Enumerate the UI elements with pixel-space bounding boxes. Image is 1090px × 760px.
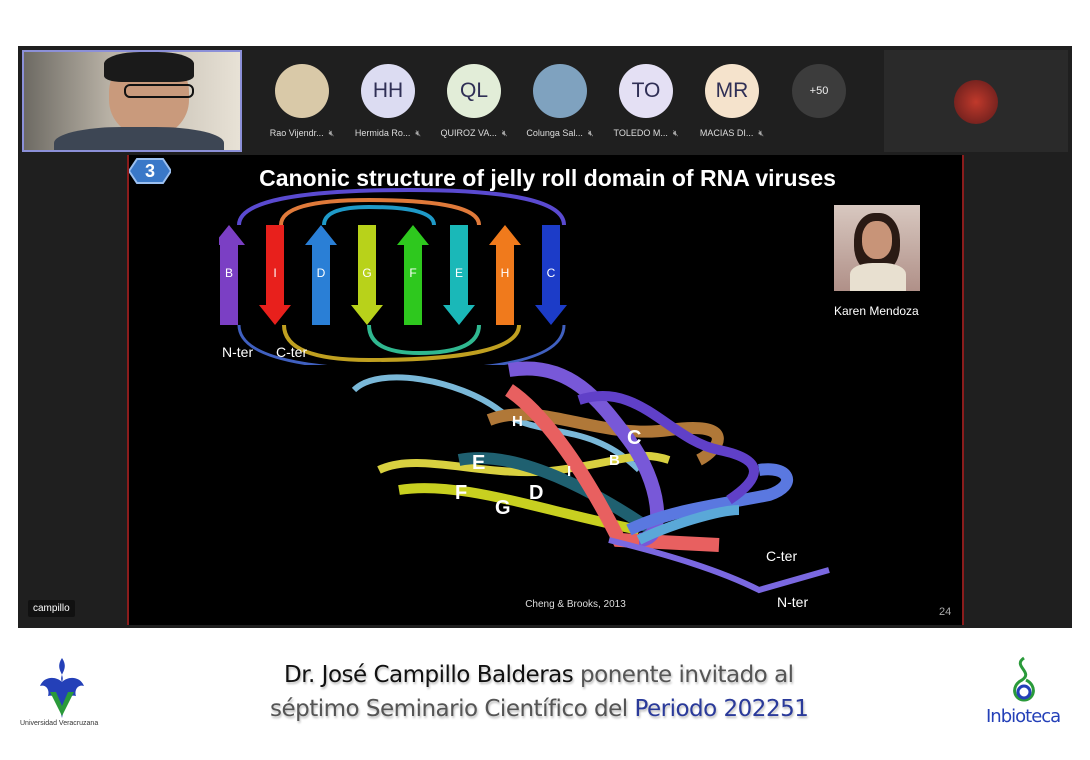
speaker-name: Dr. José Campillo Balderas (284, 662, 574, 688)
slide-number: 3 (144, 161, 155, 181)
strand-letter: B (225, 266, 233, 280)
strand-label-i: I (567, 463, 572, 480)
strand-arrow-i (259, 225, 291, 325)
period-label: Periodo 202251 (634, 696, 809, 722)
speaker-video[interactable] (22, 50, 242, 152)
participant-name-row: QUIROZ VA... 🔇︎ (431, 128, 517, 139)
strand-label-g: G (495, 497, 511, 519)
muted-mic-icon: 🔇︎ (501, 128, 508, 138)
left-logo-text: Universidad Veracruzana (20, 720, 99, 727)
participant-name-row: Hermida Ro... 🔇︎ (345, 128, 431, 139)
strand-arrow-d (305, 225, 337, 325)
participant-name: MACIAS DI... (699, 128, 754, 138)
glasses-icon (124, 84, 194, 98)
strand-letter: I (273, 266, 276, 280)
n-ter-label: N-ter (222, 344, 254, 360)
muted-mic-icon: 🔇︎ (587, 128, 594, 138)
strand-letter: F (409, 266, 416, 280)
more-participants-button[interactable]: +50 (776, 64, 862, 118)
muted-mic-icon: 🔇︎ (758, 128, 765, 138)
participant-avatar: HH (361, 64, 415, 118)
self-view-label: campillo (28, 600, 75, 617)
participant-avatar: QL (447, 64, 501, 118)
strand-label-e: E (472, 452, 486, 474)
muted-mic-icon: 🔇︎ (672, 128, 679, 138)
slide-page-number: 24 (939, 606, 952, 618)
strand-arrow-e (443, 225, 475, 325)
participant-avatar: MR (705, 64, 759, 118)
banner-line2: séptimo Seminario Científico del (270, 696, 628, 722)
universidad-veracruzana-logo (40, 658, 84, 718)
protein-structure-render (351, 361, 830, 594)
strand-arrow-b (219, 225, 245, 325)
strand-letter: C (547, 266, 556, 280)
banner-line1: ponente invitado al (580, 662, 794, 688)
participant-name-row: TOLEDO M... 🔇︎ (603, 128, 689, 139)
participant-avatar (954, 80, 998, 124)
participant-name-row: MACIAS DI... 🔇︎ (689, 128, 775, 139)
speaker-shoulders (54, 127, 224, 150)
inbioteca-logo (1013, 656, 1035, 702)
participant-5[interactable]: MR MACIAS DI... 🔇︎ (689, 64, 775, 139)
strand-arrow-h (489, 225, 521, 325)
participant-avatar (275, 64, 329, 118)
strand-label-h: H (512, 413, 523, 430)
participant-4[interactable]: TO TOLEDO M... 🔇︎ (603, 64, 689, 139)
strand-arrow-g (351, 225, 383, 325)
participant-1[interactable]: HH Hermida Ro... 🔇︎ (345, 64, 431, 139)
participant-name-row: Rao Vijendr... 🔇︎ (259, 128, 345, 139)
participant-name: Rao Vijendr... (269, 128, 324, 138)
participant-2[interactable]: QL QUIROZ VA... 🔇︎ (431, 64, 517, 139)
right-logo-text: Inbioteca (986, 706, 1061, 727)
slide-title: Canonic structure of jelly roll domain o… (259, 165, 836, 191)
participant-name: Hermida Ro... (354, 128, 411, 138)
muted-mic-icon: 🔇︎ (328, 128, 335, 138)
participant-tile[interactable] (884, 50, 1068, 152)
citation: Cheng & Brooks, 2013 (525, 599, 626, 610)
participant-0[interactable]: Rao Vijendr... 🔇︎ (259, 64, 345, 139)
strand-label-b: B (609, 452, 620, 469)
strand-letter: G (362, 266, 371, 280)
participant-avatar (533, 64, 587, 118)
presenter-video[interactable] (834, 205, 920, 291)
event-banner: Universidad Veracruzana Dr. José Campill… (0, 640, 1090, 760)
participant-name-row: Colunga Sal... 🔇︎ (517, 128, 603, 139)
strand-label-d: D (529, 482, 544, 504)
participant-name: QUIROZ VA... (440, 128, 497, 138)
muted-mic-icon: 🔇︎ (415, 128, 422, 138)
participant-avatar: TO (619, 64, 673, 118)
participant-name: TOLEDO M... (613, 128, 668, 138)
shared-slide: 3 Canonic structure of jelly roll domain… (127, 155, 964, 625)
strand-label-f: F (455, 482, 468, 504)
strand-letter: H (501, 266, 510, 280)
participant-3[interactable]: Colunga Sal... 🔇︎ (517, 64, 603, 139)
strand-arrow-f (397, 225, 429, 325)
structure-n-ter-label: N-ter (777, 594, 809, 610)
strand-letter: E (455, 266, 463, 280)
c-ter-label: C-ter (276, 344, 308, 360)
structure-c-ter-label: C-ter (766, 548, 798, 564)
strand-arrow-c (535, 225, 567, 325)
speaker-hair (104, 52, 194, 82)
strand-label-c: C (627, 427, 642, 449)
strand-letter: D (317, 266, 326, 280)
presenter-name: Karen Mendoza (834, 304, 919, 318)
slide-number-badge (129, 158, 171, 184)
participant-name: Colunga Sal... (526, 128, 583, 138)
